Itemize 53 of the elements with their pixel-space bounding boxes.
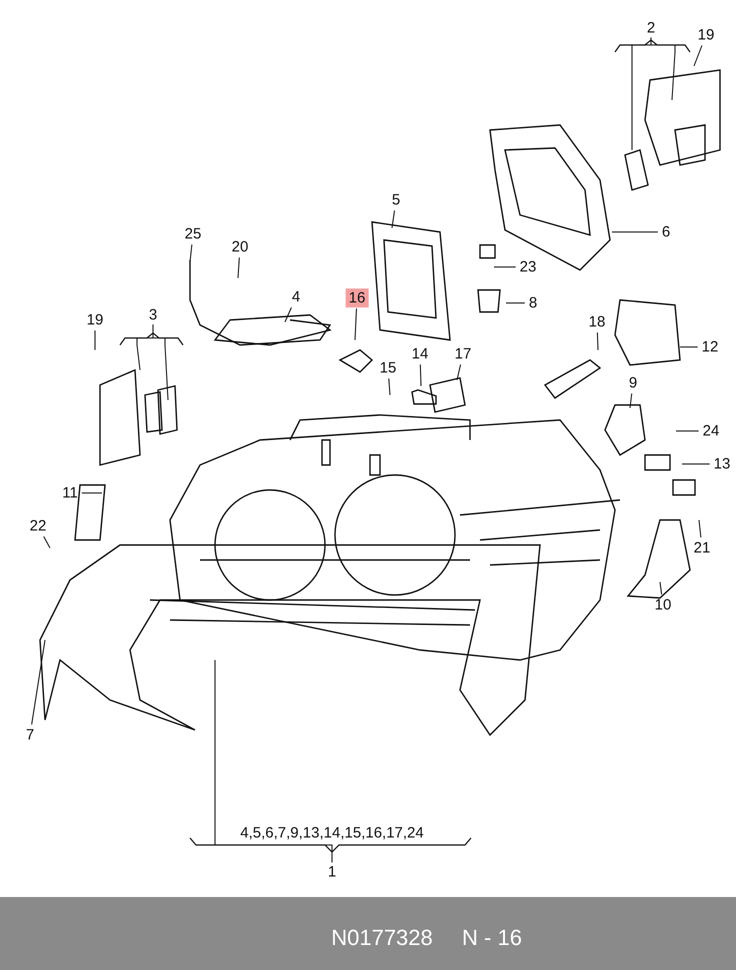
callout-number: 12 <box>698 338 722 356</box>
callout-number: 17 <box>452 344 474 364</box>
leader-line <box>238 257 240 278</box>
leader-line <box>214 660 332 863</box>
leader-line <box>596 332 598 350</box>
callout-number: 19 <box>84 310 106 330</box>
leader-line <box>506 302 526 304</box>
leader-line <box>354 308 357 340</box>
leader-line <box>694 45 702 66</box>
leader-line <box>392 210 395 228</box>
callout-number: 7 <box>22 726 38 744</box>
parts-list-text: 4,5,6,7,9,13,14,15,16,17,24 <box>240 824 424 842</box>
callout-number: 5 <box>388 190 404 210</box>
callout-number: 21 <box>690 538 714 558</box>
callout-number: 23 <box>516 258 540 276</box>
callout-number: 8 <box>526 294 540 312</box>
callout-number: 9 <box>626 374 640 392</box>
leader-line <box>676 430 700 432</box>
callout-number: 4 <box>288 288 304 306</box>
leader-line <box>190 244 192 262</box>
callout-number: 22 <box>26 516 50 536</box>
part-number: N0177328 <box>331 925 433 951</box>
callout-number: 3 <box>146 306 160 324</box>
leader-line <box>494 266 516 268</box>
leader-line <box>152 324 168 400</box>
leader-line <box>31 640 46 725</box>
callout-number: 19 <box>694 26 718 44</box>
page-number: N - 16 <box>462 925 522 951</box>
callout-number: 11 <box>59 484 81 502</box>
callout-number: 15 <box>376 358 400 378</box>
callout-number: 10 <box>652 596 674 614</box>
callout-number: 20 <box>228 238 252 256</box>
leader-line <box>680 346 698 348</box>
leader-line <box>698 520 702 538</box>
leader-line <box>420 364 422 386</box>
callout-number: 16 <box>346 288 368 308</box>
leader-line <box>660 582 662 595</box>
callout-number: 2 <box>644 18 658 38</box>
callout-number: 1 <box>324 862 340 882</box>
callout-number: 25 <box>182 224 204 244</box>
leader-line <box>388 378 390 396</box>
leader-line <box>43 536 50 548</box>
leader-line <box>94 330 96 350</box>
leader-line <box>630 393 632 408</box>
leader-line <box>456 364 462 380</box>
callout-number: 13 <box>710 454 734 474</box>
leader-line <box>284 307 292 322</box>
callout-number: 24 <box>700 422 722 440</box>
leader-line <box>650 37 676 100</box>
callout-number: 14 <box>408 344 432 364</box>
callout-number: 6 <box>658 222 674 242</box>
callout-number: 18 <box>586 312 608 332</box>
leader-line <box>81 492 102 494</box>
